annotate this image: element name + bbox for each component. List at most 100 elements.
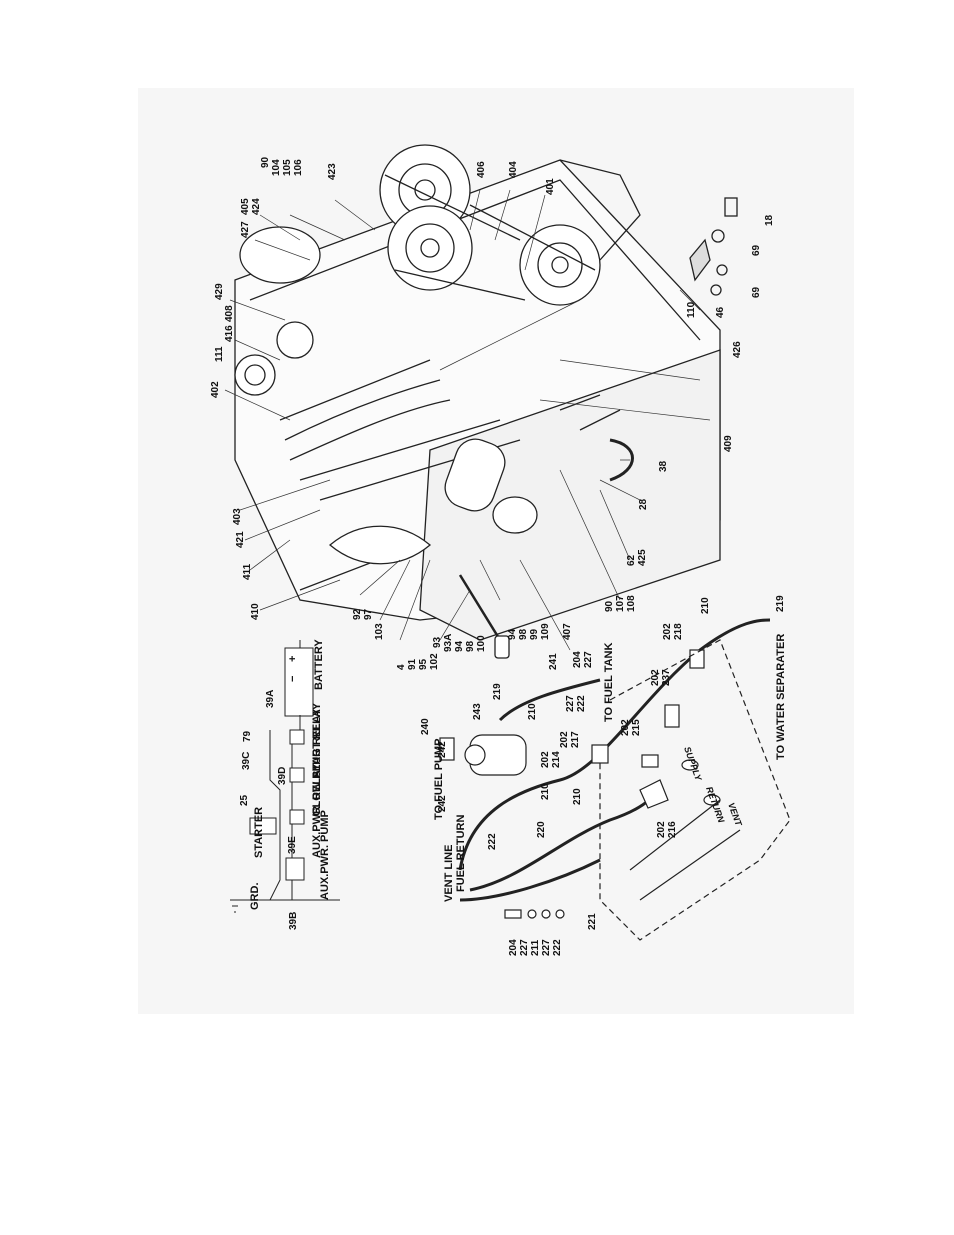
- component-labels: BATTERY + − START RELAY GLOW PLUG RELAY …: [249, 634, 787, 910]
- callout: 421: [235, 531, 246, 548]
- vent-line-label: VENT LINE: [443, 845, 455, 902]
- callout: 402: [210, 381, 221, 398]
- callout: 93: [432, 636, 443, 648]
- callout: 219: [775, 595, 786, 612]
- callout: 407: [562, 623, 573, 640]
- callout: 218: [673, 623, 684, 640]
- callout: 69: [751, 286, 762, 298]
- battery-symbol: [284, 647, 314, 717]
- aux-pwr-relay-symbol: [289, 809, 305, 825]
- battery-label: BATTERY: [313, 639, 325, 690]
- callout: 98: [465, 640, 476, 652]
- callout: 222: [552, 939, 563, 956]
- callout: 241: [548, 653, 559, 670]
- callout: 106: [293, 159, 304, 176]
- engine-assembly: [234, 144, 738, 659]
- callout: 214: [551, 751, 562, 768]
- callout: 411: [242, 563, 253, 580]
- callout: 429: [214, 283, 225, 300]
- callout: 409: [723, 435, 734, 452]
- callout: 39C: [241, 752, 252, 770]
- callout: 105: [282, 159, 293, 176]
- callout: 102: [429, 653, 440, 670]
- callout: 403: [232, 508, 243, 525]
- callout: 408: [224, 305, 235, 322]
- start-relay-symbol: [289, 729, 305, 745]
- callout: 90: [604, 600, 615, 612]
- ground-label: GRD.: [249, 883, 261, 911]
- callout: 237: [661, 669, 672, 686]
- callout: 240: [420, 718, 431, 735]
- callout: 99: [529, 628, 540, 640]
- callout: 426: [732, 341, 743, 358]
- callout: 111: [214, 346, 225, 362]
- callout: 104: [271, 159, 282, 176]
- callout: 216: [667, 821, 678, 838]
- callout: 227: [519, 939, 530, 956]
- callout: 62: [626, 554, 637, 566]
- callout: 103: [374, 623, 385, 640]
- callout: 202: [656, 821, 667, 838]
- fuel-return-label: FUEL RETURN: [455, 815, 467, 892]
- glow-plug-relay-symbol: [289, 767, 305, 783]
- callout: 202: [650, 669, 661, 686]
- callout: 227: [583, 651, 594, 668]
- callout: 423: [327, 163, 338, 180]
- callout: 217: [570, 731, 581, 748]
- callout: 210: [700, 597, 711, 614]
- to-fuel-tank-label: TO FUEL TANK: [603, 643, 615, 723]
- start-relay-label: START RELAY: [311, 702, 323, 778]
- callout: 227: [541, 939, 552, 956]
- callout: 110: [686, 301, 697, 318]
- callout: 243: [472, 703, 483, 720]
- callout: 46: [715, 306, 726, 318]
- callout: 100: [476, 635, 487, 652]
- starter-label: STARTER: [253, 807, 265, 858]
- callout: 39E: [287, 836, 298, 854]
- callout: 28: [638, 498, 649, 510]
- callout: 427: [240, 221, 251, 238]
- callout: 4: [396, 664, 407, 670]
- aux-pwr-relay-label: AUX.PWR. RELAY: [311, 763, 323, 858]
- callout: 210: [572, 788, 583, 805]
- callout: 94: [507, 628, 518, 640]
- callout: 210: [540, 783, 551, 800]
- callout: 222: [487, 833, 498, 850]
- return-label: RETURN: [704, 785, 726, 824]
- callout: 242: [437, 795, 448, 812]
- glow-plug-relay-label: GLOW PLUG RELAY: [311, 708, 323, 816]
- leader-lines: [224, 189, 711, 651]
- callout-labels: 90 104 105 106 423 406 404 401 405 424 4…: [210, 156, 786, 956]
- ground-symbol: [230, 899, 240, 913]
- callout: 202: [559, 731, 570, 748]
- callout: 416: [224, 325, 235, 342]
- callout: 97: [363, 608, 374, 620]
- callout: 220: [536, 821, 547, 838]
- aux-pwr-pump-symbol: [285, 857, 305, 881]
- callout: 18: [764, 214, 775, 226]
- callout: 39A: [265, 690, 276, 708]
- callout: 202: [620, 719, 631, 736]
- callout: 94: [454, 640, 465, 652]
- battery-plus-sign: +: [287, 656, 299, 662]
- callout: 69: [751, 244, 762, 256]
- callout: 242: [437, 741, 448, 758]
- callout: 90: [260, 156, 271, 168]
- callout: 39B: [288, 912, 299, 930]
- callout: 222: [576, 695, 587, 712]
- callout: 424: [251, 198, 262, 215]
- callout: 405: [240, 198, 251, 215]
- callout: 406: [476, 161, 487, 178]
- callout: 219: [492, 683, 503, 700]
- callout: 108: [626, 595, 637, 612]
- callout: 210: [527, 703, 538, 720]
- callout: 93A: [443, 634, 454, 652]
- callout: 95: [418, 658, 429, 670]
- callout: 401: [545, 178, 556, 195]
- callout: 109: [540, 623, 551, 640]
- callout: 107: [615, 595, 626, 612]
- callout: 410: [250, 603, 261, 620]
- callout: 204: [508, 939, 519, 956]
- aux-pwr-pump-label: AUX.PWR. PUMP: [319, 810, 331, 900]
- callout: 221: [587, 913, 598, 930]
